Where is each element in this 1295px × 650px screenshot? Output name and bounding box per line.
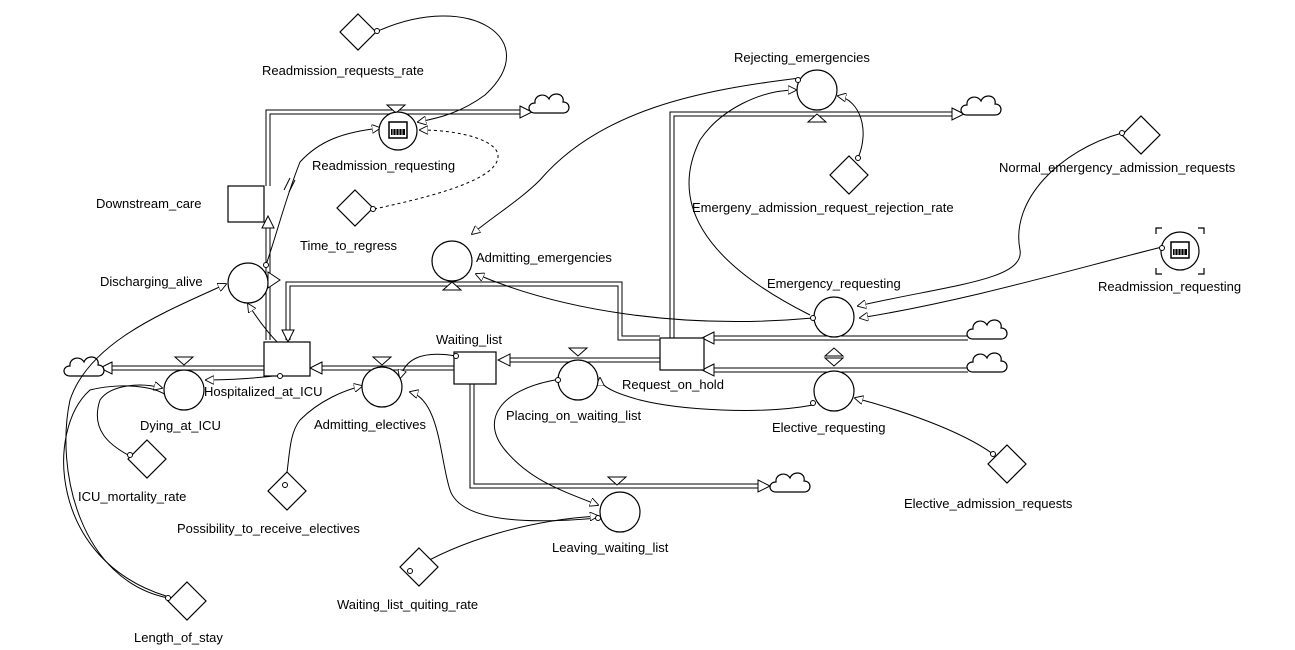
link-leaving-to-admitting [410,392,599,522]
flow-dying-at-icu[interactable] [163,369,205,411]
flow-admitting-electives[interactable] [361,366,403,408]
link-placing-to-leaving [494,379,598,505]
flow-discharging-alive[interactable] [227,262,269,304]
stock-downstream-care[interactable] [227,185,265,223]
flow-leaving-waiting-list[interactable] [599,491,641,533]
label-downstream-care: Downstream_care [96,196,202,211]
flow-emergency-requesting[interactable] [813,296,855,338]
valves [173,104,845,486]
flow-elective-requesting[interactable] [813,370,855,412]
label-waiting-list-quiting-rate: Waiting_list_quiting_rate [337,597,478,612]
links [63,15,1163,599]
stock-request-on-hold[interactable] [659,337,705,371]
label-discharging-alive: Discharging_alive [100,274,203,289]
label-elective-admission-requests: Elective_admission_requests [904,496,1073,511]
cloud-icon [769,472,811,493]
pipes [98,105,968,493]
link-rate-to-readmission [377,15,507,122]
labels: Readmission_requests_rate Rejecting_emer… [78,50,1241,645]
link-emergency-to-admitting [476,274,814,322]
label-icu-mortality-rate: ICU_mortality_rate [78,489,186,504]
link-possibility-to-admitting [284,386,362,486]
label-rejection-rate: Emergeny_admission_request_rejection_rat… [692,200,954,215]
link-elective-requesting-to-placing [600,378,814,411]
label-emergency-requesting: Emergency_requesting [767,276,901,291]
label-waiting-list: Waiting_list [436,332,502,347]
label-readmission-requesting: Readmission_requesting [312,158,455,173]
link-rejecting-to-admitting [472,77,801,234]
aux-elective-admission-requests[interactable] [987,444,1027,484]
label-elective-requesting: Elective_requesting [772,420,885,435]
label-ghost-readmission-requesting: Readmission_requesting [1098,279,1241,294]
aux-time-to-regress[interactable] [336,189,374,227]
label-placing-on-waiting-list: Placing_on_waiting_list [506,408,642,423]
link-waiting-to-admitting-electives [400,353,457,378]
flow-rejecting-emergencies[interactable] [796,69,838,111]
flow-admitting-emergencies[interactable] [431,240,473,282]
stock-hospitalized-at-icu[interactable] [263,341,311,377]
label-rejecting-emergencies: Rejecting_emergencies [734,50,870,65]
aux-length-of-stay[interactable] [167,581,207,621]
aux-rejection-rate[interactable] [829,155,869,195]
label-leaving-waiting-list: Leaving_waiting_list [552,540,669,555]
stock-waiting-list[interactable] [453,351,497,385]
cloud-icon [528,93,570,114]
link-discharging-to-readmission [265,128,380,266]
aux-icu-mortality-rate[interactable] [127,439,167,479]
link-los-to-dying [63,385,168,597]
auxiliaries [127,13,1161,621]
delay-mark [283,177,296,193]
cloud-icon [960,95,1002,116]
table-icon [388,121,408,139]
label-admitting-emergencies: Admitting_emergencies [476,250,612,265]
aux-readmission-requests-rate[interactable] [339,13,377,51]
link-hospitalized-to-discharging [248,304,281,346]
link-ghost-to-emergency [860,246,1163,318]
cloud-icon [966,352,1008,373]
stocks [227,185,705,385]
label-time-to-regress: Time_to_regress [300,238,398,253]
label-possibility-to-receive-electives: Possibility_to_receive_electives [177,521,360,536]
link-time-to-readmission [373,130,499,210]
ghost-readmission-requesting[interactable] [1155,227,1205,275]
pipe-request-to-hospitalized [281,281,660,344]
aux-normal-emergency-requests[interactable] [1121,115,1161,155]
label-dying-at-icu: Dying_at_ICU [140,418,221,433]
label-normal-emergency-admission-requests: Normal_emergency_admission_requests [999,160,1236,175]
link-dots [127,28,1165,601]
pipe-request-to-cloud-upper [669,107,966,340]
label-hospitalized-at-icu: Hospitalized_at_ICU [204,384,323,399]
link-mortality-to-dying [96,385,162,456]
link-rejectionrate-to-rejecting [838,96,864,159]
flow-placing-on-waiting-list[interactable] [557,359,599,401]
aux-waiting-list-quiting-rate[interactable] [399,547,439,587]
label-length-of-stay: Length_of_stay [134,630,223,645]
link-elective-requests-to-elective-requesting [855,398,994,455]
label-admitting-electives: Admitting_electives [314,417,426,432]
aux-possibility-to-receive-electives[interactable] [267,471,307,511]
cloud-icon [966,319,1008,340]
label-request-on-hold: Request_on_hold [622,377,724,392]
table-icon [1170,241,1190,259]
flow-circles [163,69,855,533]
pipe-waiting-to-cloud-bottom [469,383,772,493]
pipe-downstream-to-cloud [265,105,534,186]
link-normal-to-emergency [858,132,1123,306]
link-emergency-to-rejecting [688,90,811,316]
label-readmission-requests-rate: Readmission_requests_rate [262,63,424,78]
